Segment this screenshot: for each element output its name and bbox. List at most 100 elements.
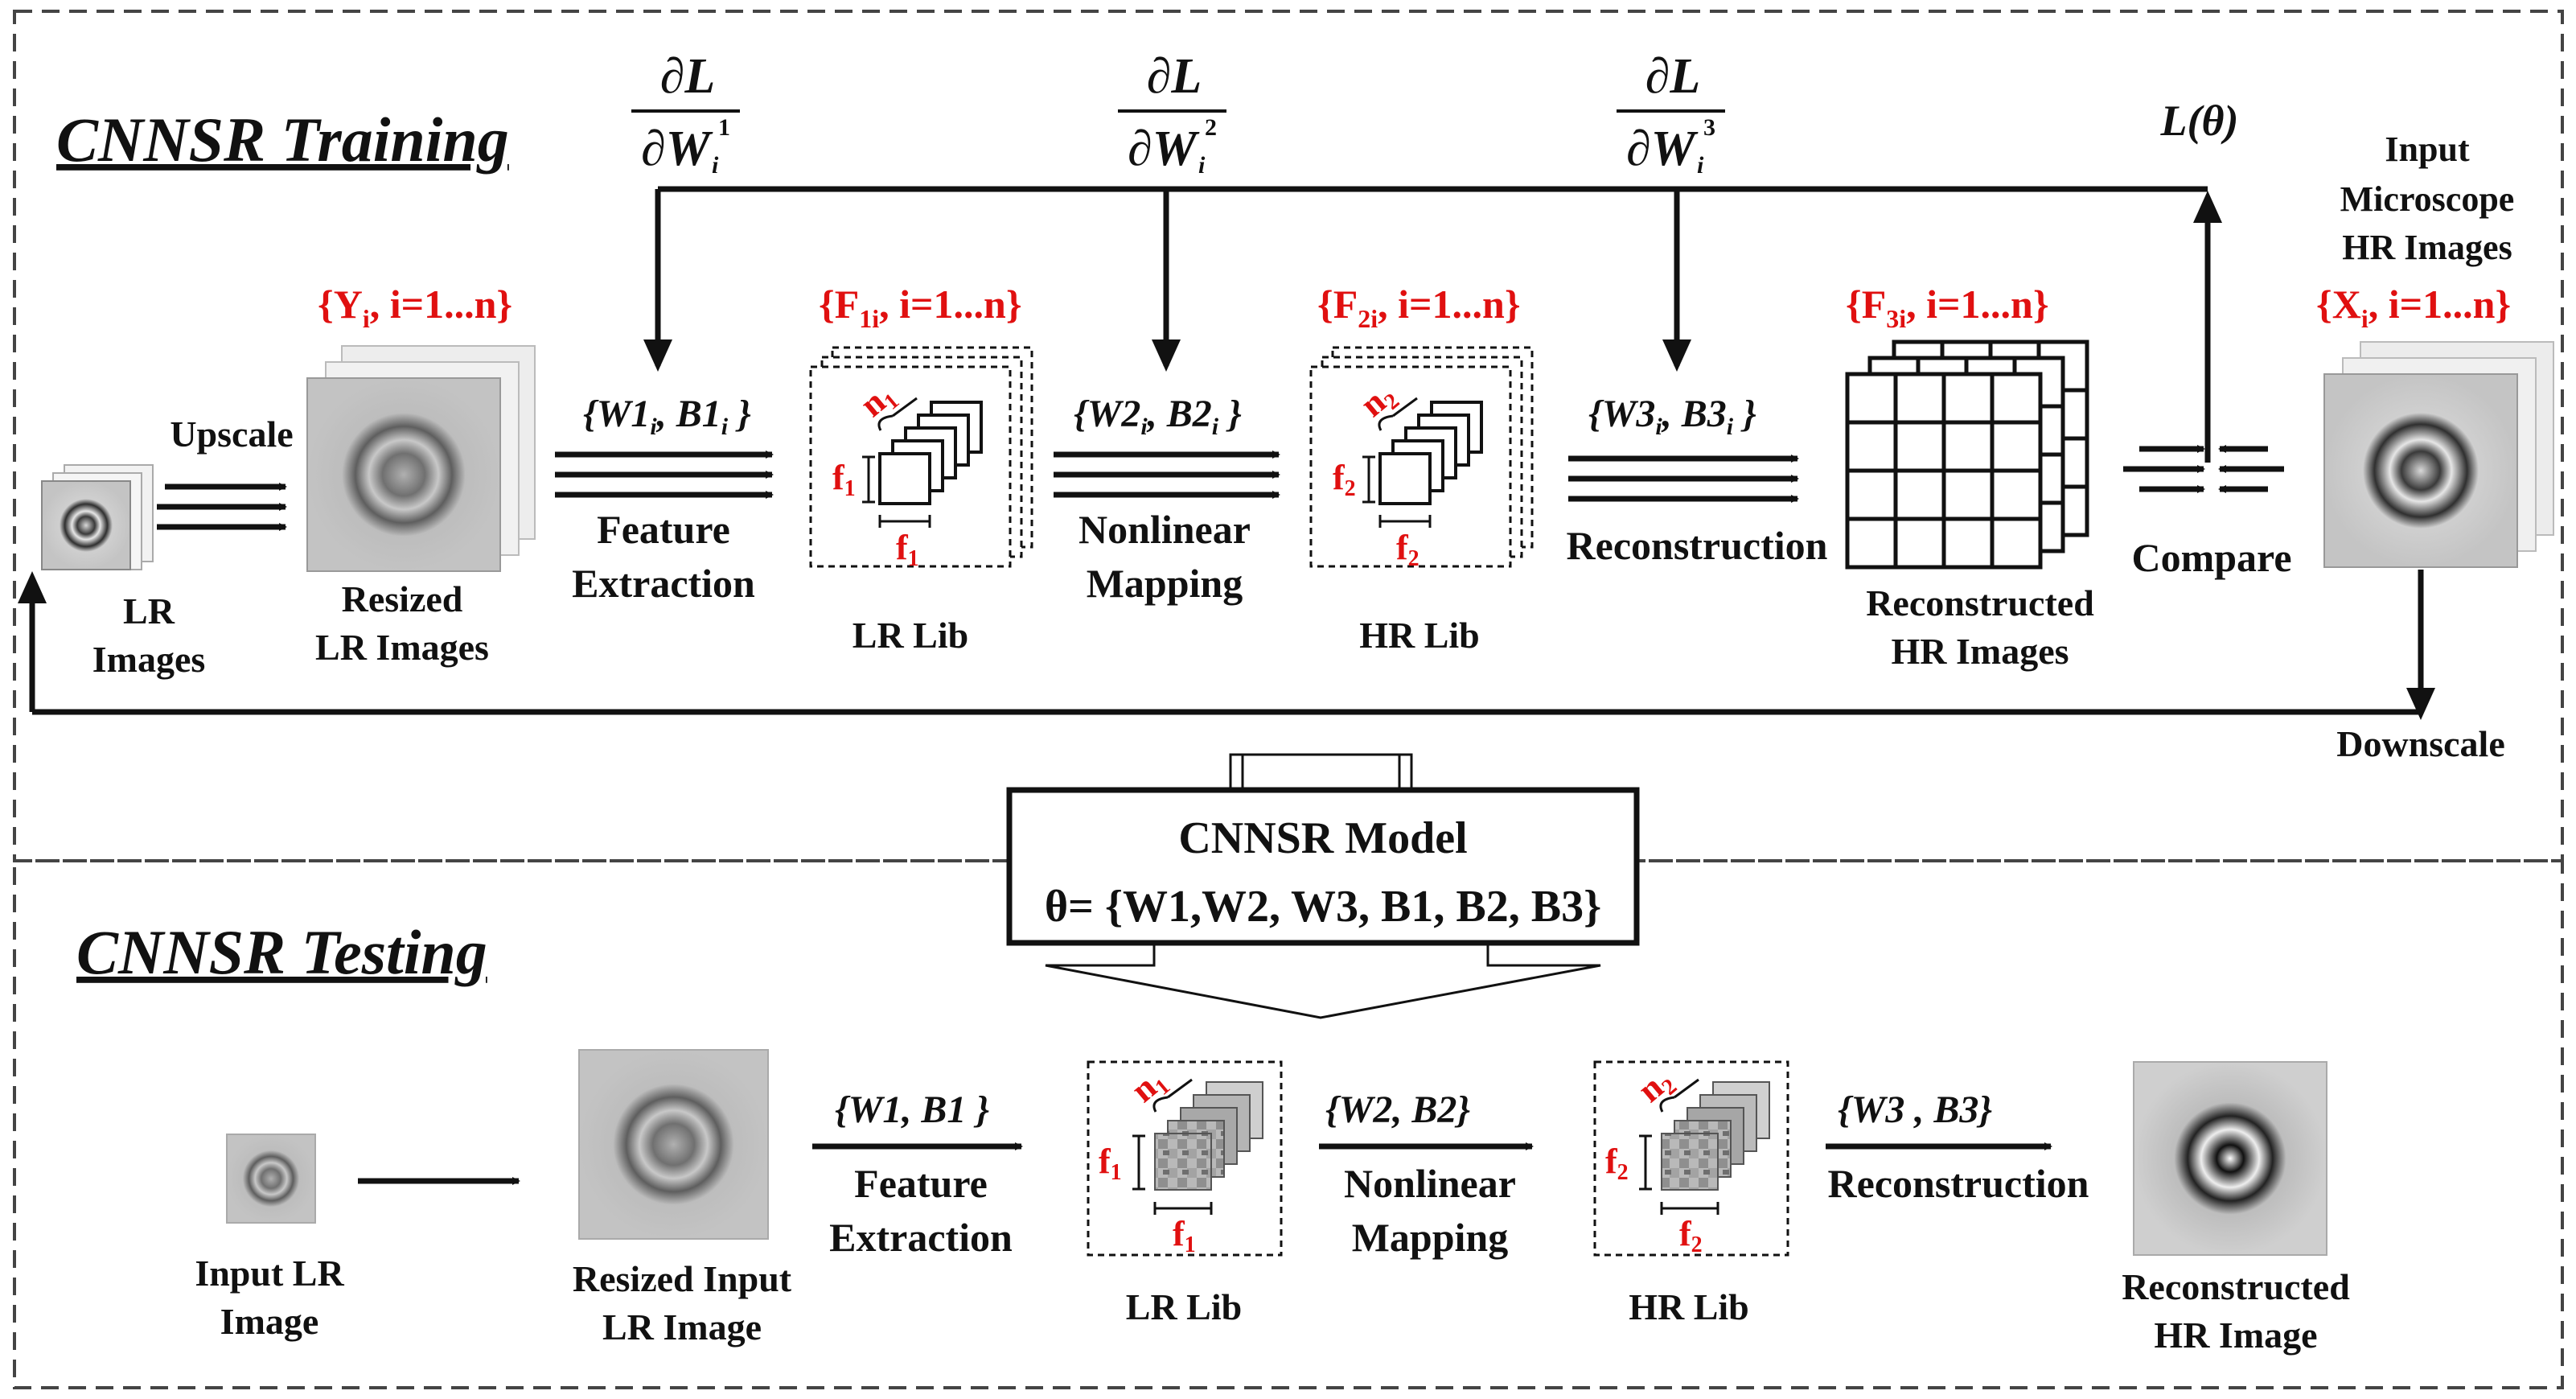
svg-text:Reconstructed: Reconstructed (2122, 1266, 2350, 1307)
test-input-lr-label: Input LR Image (195, 1253, 344, 1342)
test-lr-lib-label: LR Lib (1126, 1286, 1242, 1327)
hr-lib-training: n2 f2 f2 (1309, 346, 1534, 571)
backprop-lines (654, 186, 2212, 463)
svg-text:{W2i, B2i }: {W2i, B2i } (1074, 393, 1242, 440)
model-title: CNNSR Model (1178, 813, 1467, 863)
svg-text:LR Images: LR Images (315, 627, 489, 668)
svg-text:3: 3 (1703, 114, 1715, 141)
loss-label: L(θ) (2160, 97, 2239, 145)
arrowhead-w3 (1662, 339, 1691, 372)
upscale-arrows (157, 483, 287, 531)
nonlinear-arrows (1054, 451, 1280, 499)
test-nonlinear-label: Nonlinear Mapping (1344, 1161, 1516, 1260)
svg-text:f2: f2 (1679, 1214, 1703, 1257)
svg-text:Mapping: Mapping (1352, 1215, 1509, 1260)
svg-text:HR Image: HR Image (2154, 1315, 2317, 1356)
svg-text:i: i (1198, 152, 1206, 179)
svg-text:1: 1 (718, 114, 730, 141)
svg-text:Microscope: Microscope (2340, 179, 2515, 219)
input-hr-label: Input Microscope HR Images (2340, 130, 2515, 267)
svg-text:∂L: ∂L (1645, 49, 1701, 104)
model-params: θ= {W1,W2, W3, B1, B2, B3} (1045, 882, 1601, 932)
svg-text:Mapping: Mapping (1087, 561, 1243, 606)
svg-text:f2: f2 (1605, 1142, 1629, 1185)
svg-text:Resized: Resized (342, 578, 463, 619)
svg-text:Extraction: Extraction (572, 561, 755, 606)
svg-text:∂W: ∂W (641, 121, 713, 176)
training-title: CNNSR Training (56, 105, 509, 175)
resized-lr-images (306, 345, 536, 572)
reconstructed-hr-label: Reconstructed HR Images (1866, 582, 2094, 672)
svg-text:f2: f2 (1333, 458, 1356, 501)
gradient-3: ∂L ∂W 3 i (1617, 49, 1725, 179)
set-y: {Yi, i=1...n} (318, 282, 512, 333)
test-resized-label: Resized Input LR Image (573, 1258, 792, 1348)
arrowhead-w2 (1152, 339, 1181, 372)
test-hr-lib: n2 f2 f2 (1593, 1060, 1789, 1257)
set-x: {Xi, i=1...n} (2316, 282, 2511, 333)
test-w2-label: {W2, B2} (1325, 1088, 1470, 1131)
downscale-arrowhead (2406, 688, 2435, 720)
svg-text:Feature: Feature (854, 1161, 988, 1206)
input-hr-images (2323, 341, 2554, 568)
w1-label: {W1i, B1i } (583, 393, 751, 440)
testing-title: CNNSR Testing (76, 917, 487, 987)
svg-text:{W1i, B1i }: {W1i, B1i } (583, 393, 751, 440)
lr-images-label: LR Images (92, 590, 206, 680)
svg-text:f1: f1 (1099, 1142, 1122, 1185)
test-w1-label: {W1, B1 } (835, 1088, 989, 1131)
svg-text:∂L: ∂L (1147, 49, 1202, 104)
training-frame (13, 10, 2564, 862)
svg-text:{Xi, i=1...n}: {Xi, i=1...n} (2316, 282, 2511, 333)
svg-text:Feature: Feature (597, 507, 730, 552)
test-reconstructed-label: Reconstructed HR Image (2122, 1266, 2350, 1356)
test-feature-label: Feature Extraction (829, 1161, 1013, 1260)
svg-text:Nonlinear: Nonlinear (1344, 1161, 1516, 1206)
svg-text:Reconstructed: Reconstructed (1866, 582, 2094, 623)
svg-text:i: i (712, 152, 719, 179)
lr-images (41, 464, 154, 570)
reconstruction-arrows (1568, 455, 1799, 503)
arrowhead-w1 (643, 339, 672, 372)
model-box (1006, 787, 1640, 946)
svg-text:{F1i, i=1...n}: {F1i, i=1...n} (819, 282, 1022, 333)
lr-return-arrowhead (18, 571, 47, 603)
test-resized-image (578, 1049, 769, 1240)
set-f1: {F1i, i=1...n} (819, 282, 1022, 333)
svg-text:2: 2 (1205, 114, 1217, 141)
set-f2: {F2i, i=1...n} (1317, 282, 1521, 333)
test-hr-lib-label: HR Lib (1629, 1286, 1749, 1327)
svg-text:{Yi, i=1...n}: {Yi, i=1...n} (318, 282, 512, 333)
gradient-1: ∂L ∂W 1 i (631, 49, 740, 179)
test-input-lr-image (226, 1134, 316, 1224)
svg-text:Extraction: Extraction (829, 1215, 1013, 1260)
svg-text:{F2i, i=1...n}: {F2i, i=1...n} (1317, 282, 1521, 333)
downscale-label: Downscale (2336, 723, 2505, 764)
loss-arrowhead (2193, 191, 2222, 223)
test-lr-lib: n1 f1 f1 (1087, 1060, 1283, 1257)
compare-arrows (2123, 445, 2284, 493)
svg-text:Input LR: Input LR (195, 1253, 344, 1294)
svg-text:∂W: ∂W (1626, 121, 1699, 176)
svg-text:Image: Image (220, 1301, 319, 1342)
svg-text:f1: f1 (832, 458, 856, 501)
test-w3-label: {W3 , B3} (1838, 1088, 1992, 1131)
svg-text:Input: Input (2385, 130, 2470, 169)
reconstructed-hr-grids (1845, 339, 2089, 570)
feature-arrows (555, 451, 774, 499)
svg-text:f2: f2 (1396, 528, 1419, 571)
w3-label: {W3i, B3i } (1588, 393, 1756, 440)
svg-text:Nonlinear: Nonlinear (1078, 507, 1251, 552)
svg-text:{W3i, B3i }: {W3i, B3i } (1588, 393, 1756, 440)
lr-lib-training: n1 f1 f1 (809, 346, 1033, 571)
test-reconstructed-image (2133, 1061, 2327, 1256)
svg-text:{F3i, i=1...n}: {F3i, i=1...n} (1846, 282, 2049, 333)
feature-extraction-label: Feature Extraction (572, 507, 755, 606)
compare-label: Compare (2131, 535, 2291, 580)
svg-text:Resized Input: Resized Input (573, 1258, 792, 1299)
svg-text:HR Images: HR Images (2342, 228, 2512, 267)
svg-text:f1: f1 (1173, 1214, 1196, 1257)
hr-lib-label: HR Lib (1359, 615, 1480, 656)
resized-lr-label: Resized LR Images (315, 578, 489, 668)
